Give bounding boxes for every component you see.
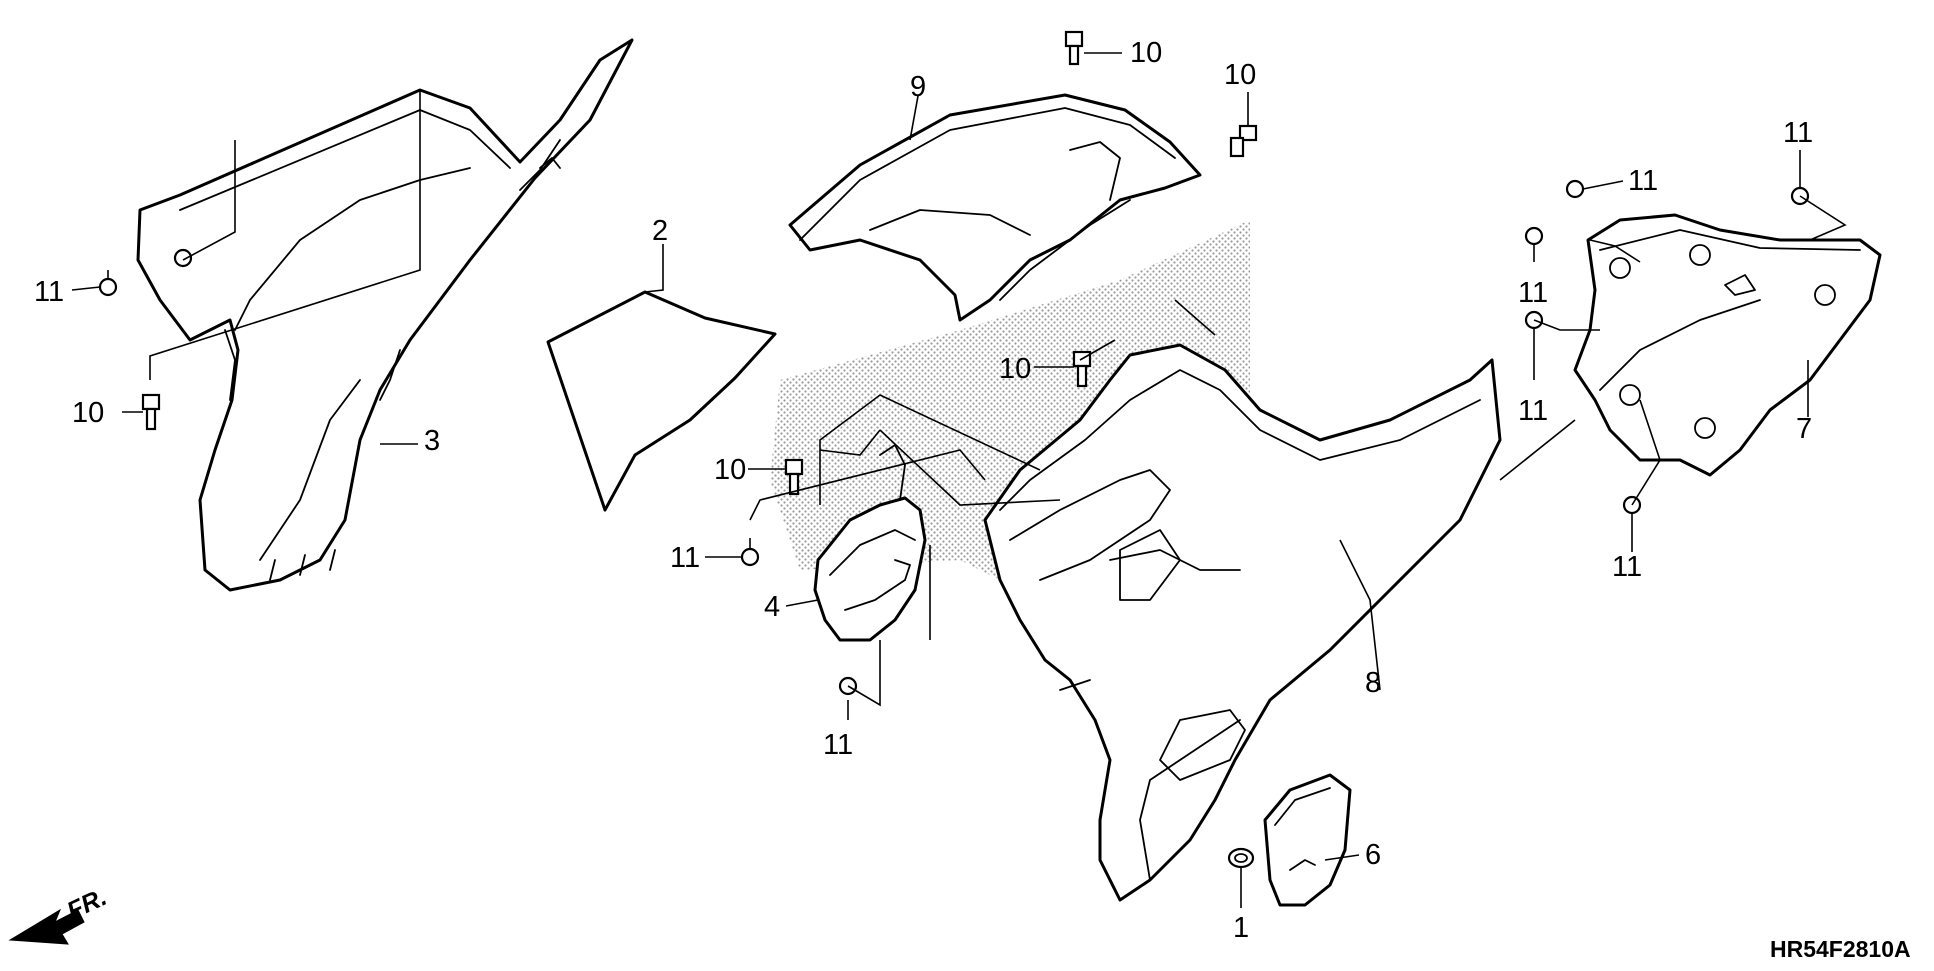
part-4-bracket [813, 444, 927, 642]
callout-part-6: 6 [1365, 839, 1381, 871]
part-2-panel [546, 290, 777, 512]
part-6-lid [1263, 773, 1352, 907]
callout-bolt-10-b: 10 [1224, 59, 1256, 91]
callout-screw-11-h: 11 [1783, 117, 1813, 149]
callout-screw-11-c: 11 [823, 729, 853, 761]
callout-part-2: 2 [652, 215, 668, 247]
screw-11-center-left [740, 538, 760, 567]
screw-11-right-a [1565, 179, 1585, 199]
callout-bolt-10-a: 10 [1130, 37, 1162, 69]
bolt-10-top-center [1064, 30, 1084, 66]
callout-screw-11-b: 11 [670, 542, 700, 574]
callout-bolt-10-e: 10 [714, 454, 746, 486]
part-1-grommet [1227, 847, 1255, 869]
screw-11-right-b [1524, 226, 1544, 246]
callout-part-9: 9 [910, 71, 926, 103]
callout-screw-11-f: 11 [1518, 395, 1548, 427]
part-8-large-side-cover [983, 343, 1502, 902]
part-9-top-cover [788, 93, 1202, 322]
part-7-right-panel [1573, 213, 1882, 477]
callout-screw-11-e: 11 [1518, 277, 1548, 309]
bolt-10-top-right [1229, 124, 1258, 158]
callout-part-8: 8 [1365, 667, 1381, 699]
callout-part-3: 3 [424, 425, 440, 457]
callout-screw-11-d: 11 [1628, 165, 1658, 197]
drawing-code: HR54F2810A [1770, 936, 1911, 962]
callout-labels: 10 10 10 10 10 11 11 11 11 11 11 11 11 2… [34, 37, 1813, 944]
bolt-10-lower-left [784, 458, 804, 496]
callout-part-4: 4 [764, 591, 780, 623]
callout-screw-11-a: 11 [34, 276, 64, 308]
callout-bolt-10-c: 10 [999, 353, 1031, 385]
front-arrow: FR. [8, 883, 111, 945]
bolt-10-left [141, 393, 161, 431]
callout-part-1: 1 [1233, 912, 1249, 944]
screw-11-upper-left-cover [173, 248, 193, 268]
screw-11-left [98, 270, 118, 297]
callout-screw-11-g: 11 [1612, 551, 1642, 583]
leader-lines [71, 52, 1847, 908]
part-3-left-side-cover [136, 38, 634, 592]
callout-part-7: 7 [1796, 413, 1812, 445]
callout-bolt-10-d: 10 [72, 397, 104, 429]
